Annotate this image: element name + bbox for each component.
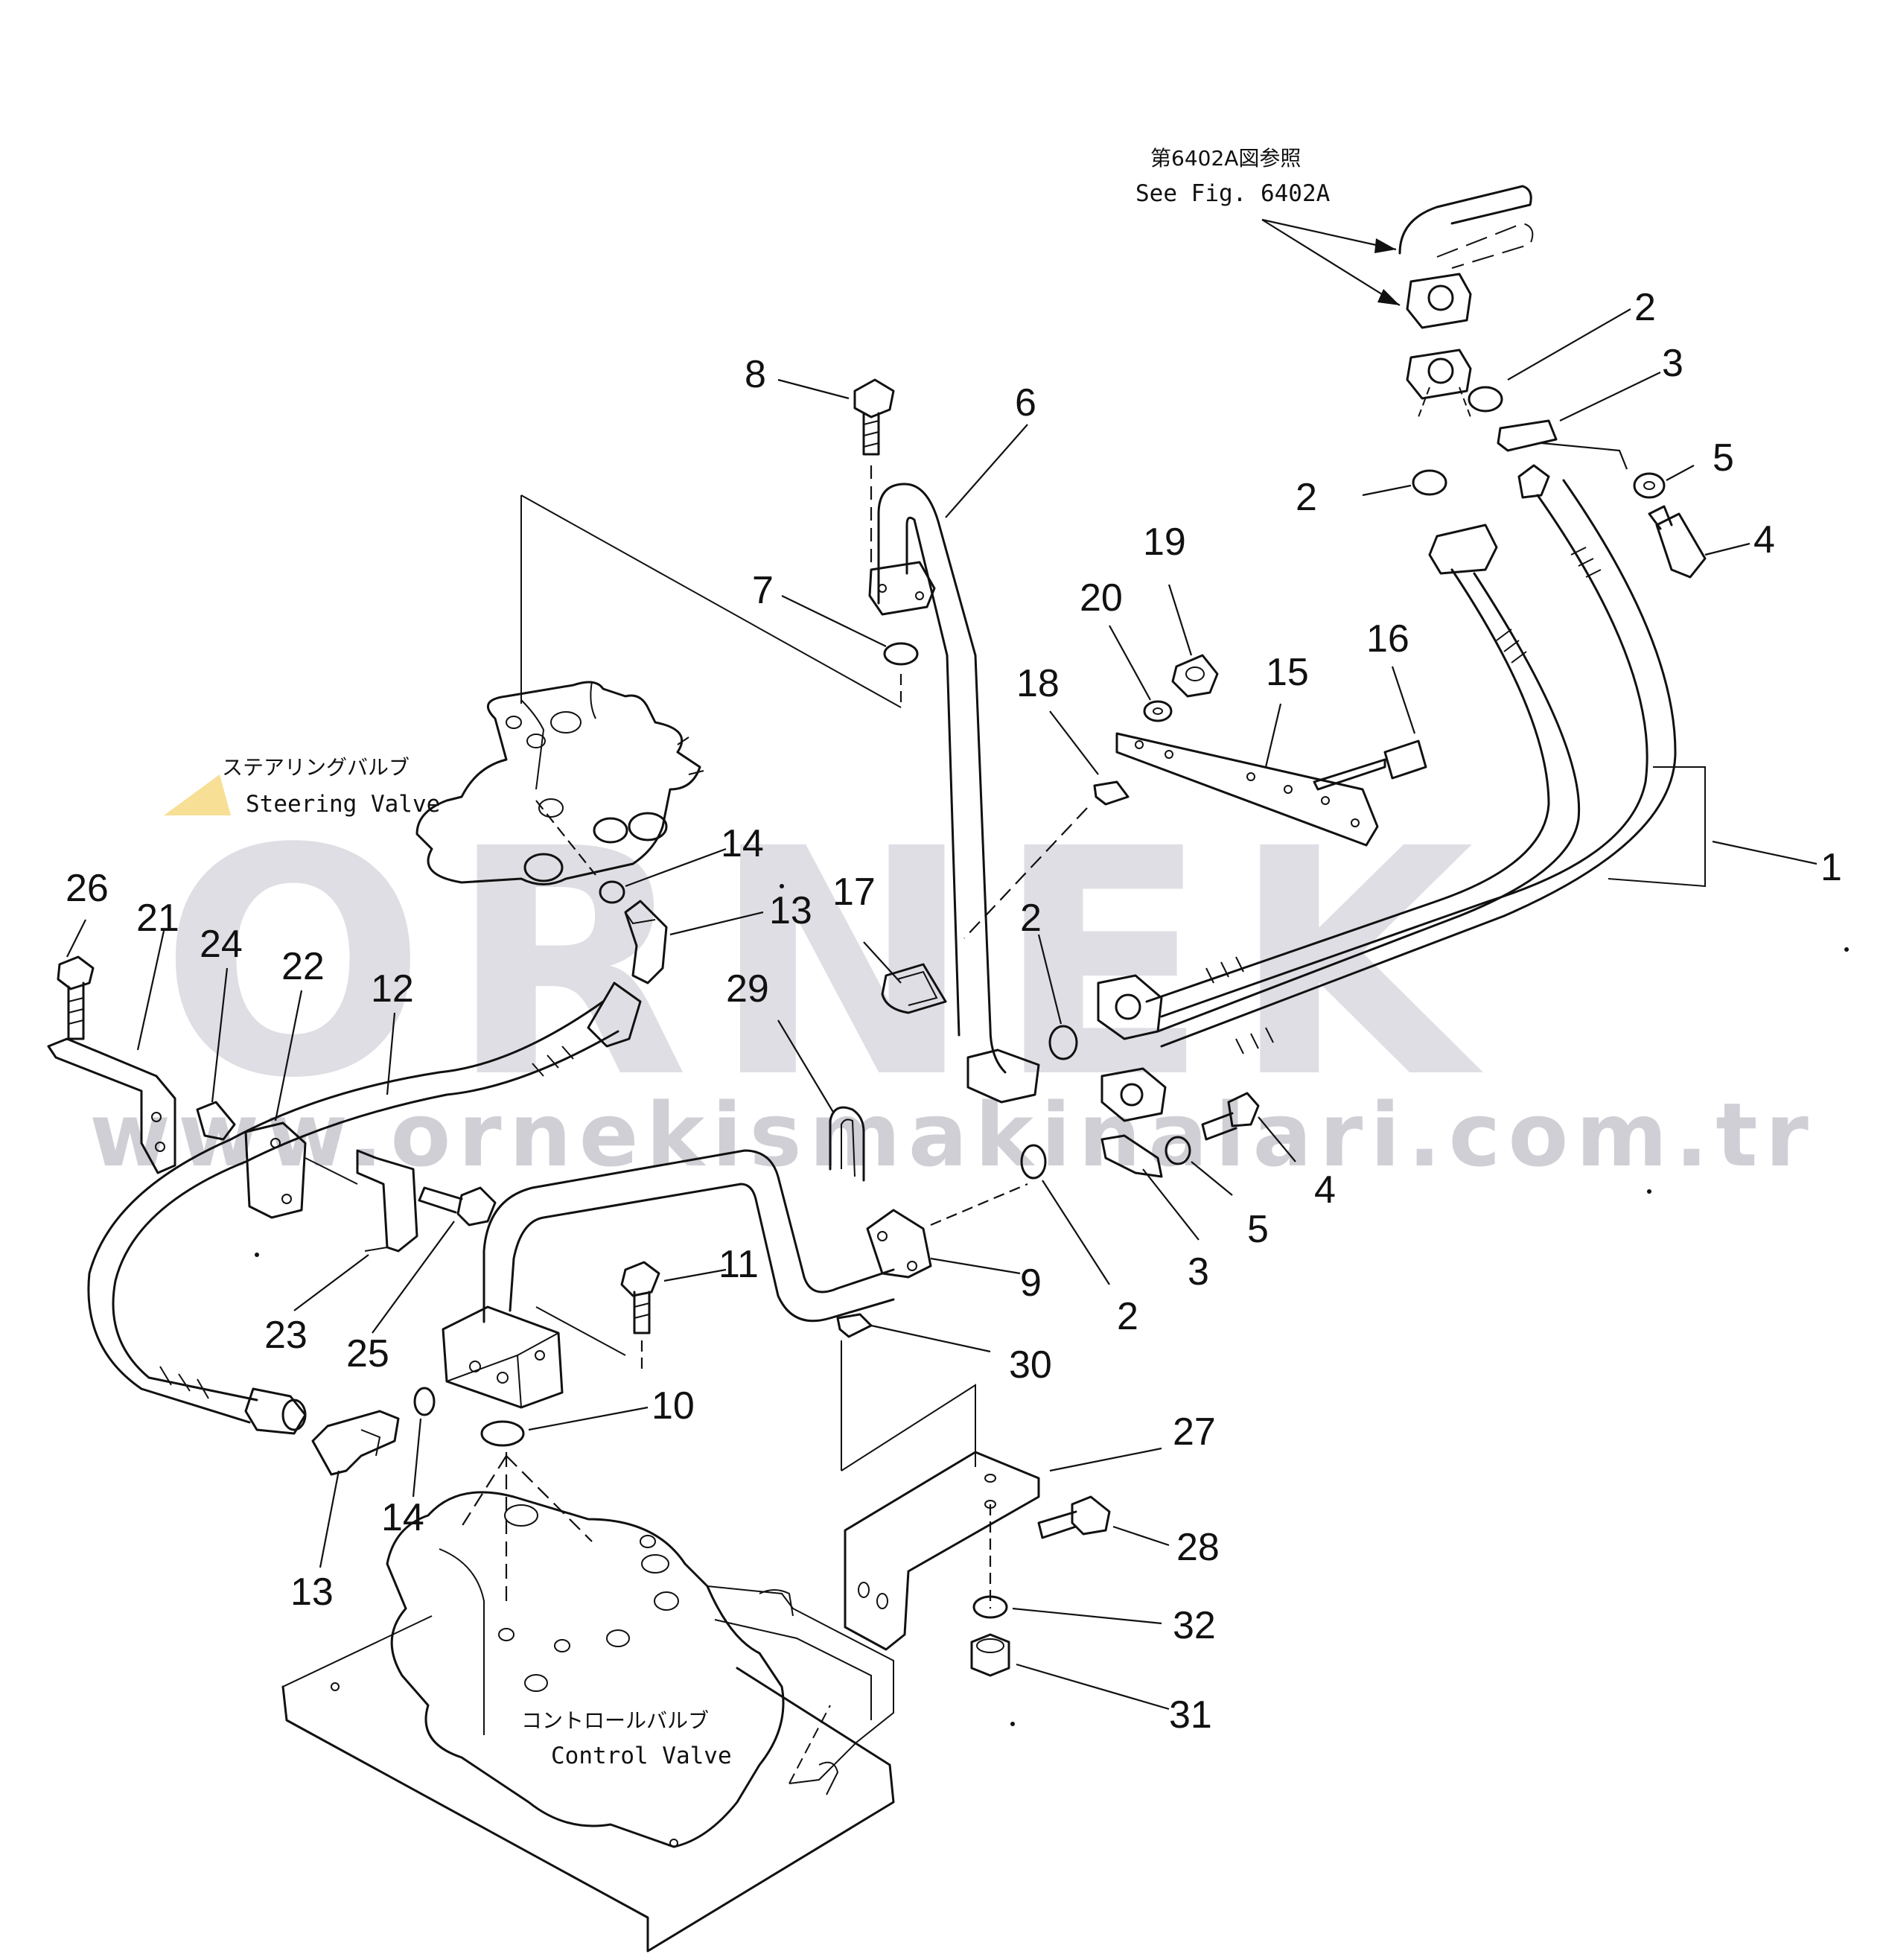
callout-number: 9 [1020,1261,1042,1305]
clamp-22 [244,1121,307,1219]
callout-number: 1 [1820,846,1842,889]
callout-number: 10 [652,1384,695,1428]
bolt [1648,505,1707,579]
clip-18 [1093,780,1130,806]
o-ring [1048,1025,1078,1060]
callout-number: 26 [66,867,109,910]
control-valve-label-en: Control Valve [551,1743,732,1769]
upper-flange-assembly [1398,185,1534,418]
o-ring-14 [599,880,625,904]
callout-number: 21 [136,897,179,940]
spacer-24 [196,1101,236,1141]
o-ring-7 [883,642,919,666]
bolt-11 [620,1261,660,1374]
hose-assembly-1 [1097,464,1706,1122]
callout-number: 5 [1713,436,1734,480]
callout-number: 3 [1188,1250,1209,1294]
callout-number: 6 [1015,381,1036,424]
bracket-21 [47,1037,176,1174]
scan-dots [255,884,1849,1726]
split-flange [1100,1134,1163,1178]
callout-number: 23 [264,1314,308,1357]
elbow-13 [311,1410,400,1476]
callout-number: 25 [346,1332,389,1375]
bolt-28 [1037,1495,1111,1539]
callout-number: 17 [832,871,876,914]
bolt [1201,1092,1260,1141]
callout-number: 16 [1366,617,1409,661]
clip-30 [836,1313,873,1338]
callout-number: 27 [1173,1410,1216,1454]
callout-number: 3 [1662,342,1683,385]
leader-lines [66,308,1817,1711]
washer-20 [1143,700,1173,722]
callout-number: 18 [1016,662,1060,705]
watermark-url: www.ornekismakinalari.com.tr [89,1084,1816,1186]
callout-number: 31 [1169,1693,1212,1737]
callout-number: 7 [752,569,774,612]
o-ring-14 [413,1387,436,1416]
callout-number: 14 [381,1496,424,1539]
callout-number: 2 [1634,286,1656,329]
callout-number: 29 [726,967,769,1011]
washer [1633,472,1666,499]
u-bolt-29 [829,1106,865,1182]
callout-number: 30 [1009,1343,1052,1387]
callout-number: 20 [1080,576,1123,620]
callout-number: 5 [1247,1208,1269,1251]
steering-valve-label-jp: ステアリングバルブ [222,755,410,780]
o-ring [1412,469,1447,496]
tube-9 [482,1149,1028,1323]
reference-label-jp: 第6402A図参照 [1150,146,1301,171]
washer [1643,481,1655,490]
callout-number: 32 [1173,1604,1216,1647]
steering-valve-label-en: Steering Valve [246,791,440,818]
callout-number: 2 [1117,1295,1138,1338]
bracket-23 [305,1149,418,1253]
control-valve-label-jp: コントロールバルブ [521,1708,709,1733]
split-flange [1497,419,1558,452]
washer [1165,1136,1191,1165]
callout-number: 15 [1266,651,1309,694]
control-valve [281,1491,895,1953]
o-ring-10 [480,1420,525,1447]
callout-number: 19 [1143,521,1186,564]
reference-label-en: See Fig. 6402A [1135,180,1331,207]
bolt-25 [418,1186,497,1226]
nut-31 [970,1633,1010,1677]
bolt-26 [57,955,95,1040]
o-ring [1468,386,1503,413]
callout-number: 22 [281,945,325,988]
callout-number: 28 [1176,1526,1220,1569]
watermark-accent-triangle [164,774,231,815]
steering-valve [415,681,704,885]
elbow-13 [624,900,668,984]
bolt-8 [853,378,895,566]
callout-numbers: 2 3 2 5 4 8 6 19 20 7 16 15 18 1 14 26 1… [66,286,1842,1737]
clip-17 [881,963,947,1014]
washer-32 [972,1595,1008,1619]
callout-number: 11 [719,1243,759,1286]
callout-number: 14 [721,822,764,865]
callout-number: 13 [769,889,812,932]
callout-number: 13 [290,1571,334,1614]
o-ring [1020,1144,1047,1180]
callout-number: 12 [371,967,414,1011]
callout-number: 8 [745,353,766,396]
callout-number: 4 [1314,1168,1336,1212]
callout-number: 2 [1020,897,1042,940]
callout-number: 4 [1753,518,1775,561]
hose-12 [87,981,642,1435]
bracket-27 [844,1451,1040,1651]
callout-number: 2 [1296,476,1317,519]
block-10 [442,1305,626,1409]
bolt-16 [1313,739,1427,791]
nut-19 [1171,654,1219,698]
callout-number: 24 [200,923,243,966]
reference-arrows [1261,218,1401,306]
tube-6 [868,483,1040,1104]
